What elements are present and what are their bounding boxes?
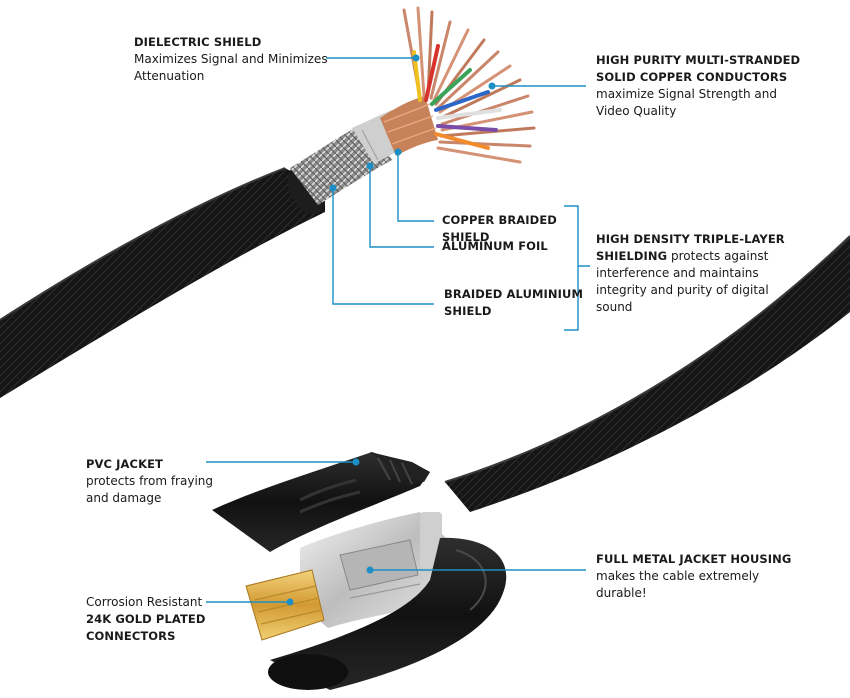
label-dielectric-shield: DIELECTRIC SHIELD Maximizes Signal and M… — [134, 34, 334, 85]
leader-copper-braid — [397, 152, 434, 222]
leader-aluminum-foil — [369, 166, 434, 248]
metal-housing-line1: makes the cable extremely — [596, 569, 760, 583]
gold-title1: 24K GOLD PLATED — [86, 612, 206, 626]
leader-lines — [206, 54, 590, 606]
dielectric-line1: Maximizes Signal and Minimizes — [134, 52, 328, 66]
copper-braid-layer — [380, 96, 438, 156]
braided-aluminium-title2: SHIELD — [444, 304, 492, 318]
label-braided-aluminium-shield: BRAIDED ALUMINIUM SHIELD — [444, 286, 584, 320]
gold-title2: CONNECTORS — [86, 629, 176, 643]
conductors-title1: HIGH PURITY MULTI-STRANDED — [596, 53, 801, 67]
bottom-shell — [268, 537, 507, 690]
label-metal-housing: FULL METAL JACKET HOUSING makes the cabl… — [596, 551, 836, 602]
triple-layer-title1: HIGH DENSITY TRIPLE-LAYER — [596, 232, 785, 246]
dielectric-line2: Attenuation — [134, 69, 205, 83]
upper-cable — [0, 165, 325, 398]
conductors-line1: maximize Signal Strength and — [596, 87, 777, 101]
pvc-line1: protects from fraying — [86, 474, 213, 488]
label-gold-connectors: Corrosion Resistant 24K GOLD PLATED CONN… — [86, 594, 246, 645]
gold-connector — [245, 569, 325, 641]
label-pvc-jacket: PVC JACKET protects from fraying and dam… — [86, 456, 246, 507]
triple-layer-line1: protects against — [667, 249, 769, 263]
conductors-title2: SOLID COPPER CONDUCTORS — [596, 70, 788, 84]
gold-line1: Corrosion Resistant — [86, 595, 203, 609]
bracket-triple-layer — [564, 205, 590, 331]
braided-aluminium-title1: BRAIDED ALUMINIUM — [444, 287, 584, 301]
triple-layer-line4: sound — [596, 300, 633, 314]
triple-layer-title2: SHIELDING — [596, 249, 668, 263]
label-aluminum-foil: ALUMINUM FOIL — [442, 238, 582, 255]
copper-braid-title: COPPER BRAIDED SHIELD — [442, 213, 557, 244]
leader-braided-aluminium — [332, 188, 434, 305]
pvc-line2: and damage — [86, 491, 162, 505]
triple-layer-line2: interference and maintains — [596, 266, 759, 280]
metal-housing-title: FULL METAL JACKET HOUSING — [596, 552, 792, 566]
label-copper-conductors: HIGH PURITY MULTI-STRANDED SOLID COPPER … — [596, 52, 836, 120]
aluminum-foil-title: ALUMINUM FOIL — [442, 239, 548, 253]
pvc-jacket-piece — [212, 452, 430, 552]
label-copper-braided-shield: COPPER BRAIDED SHIELD — [442, 212, 582, 246]
lower-cable — [444, 235, 850, 512]
pvc-title: PVC JACKET — [86, 457, 164, 471]
triple-layer-line3: integrity and purity of digital — [596, 283, 769, 297]
conductors-line2: Video Quality — [596, 104, 677, 118]
label-triple-layer-shielding: HIGH DENSITY TRIPLE-LAYER SHIELDING prot… — [596, 231, 836, 316]
metal-housing-line2: durable! — [596, 586, 647, 600]
dielectric-title: DIELECTRIC SHIELD — [134, 35, 262, 49]
